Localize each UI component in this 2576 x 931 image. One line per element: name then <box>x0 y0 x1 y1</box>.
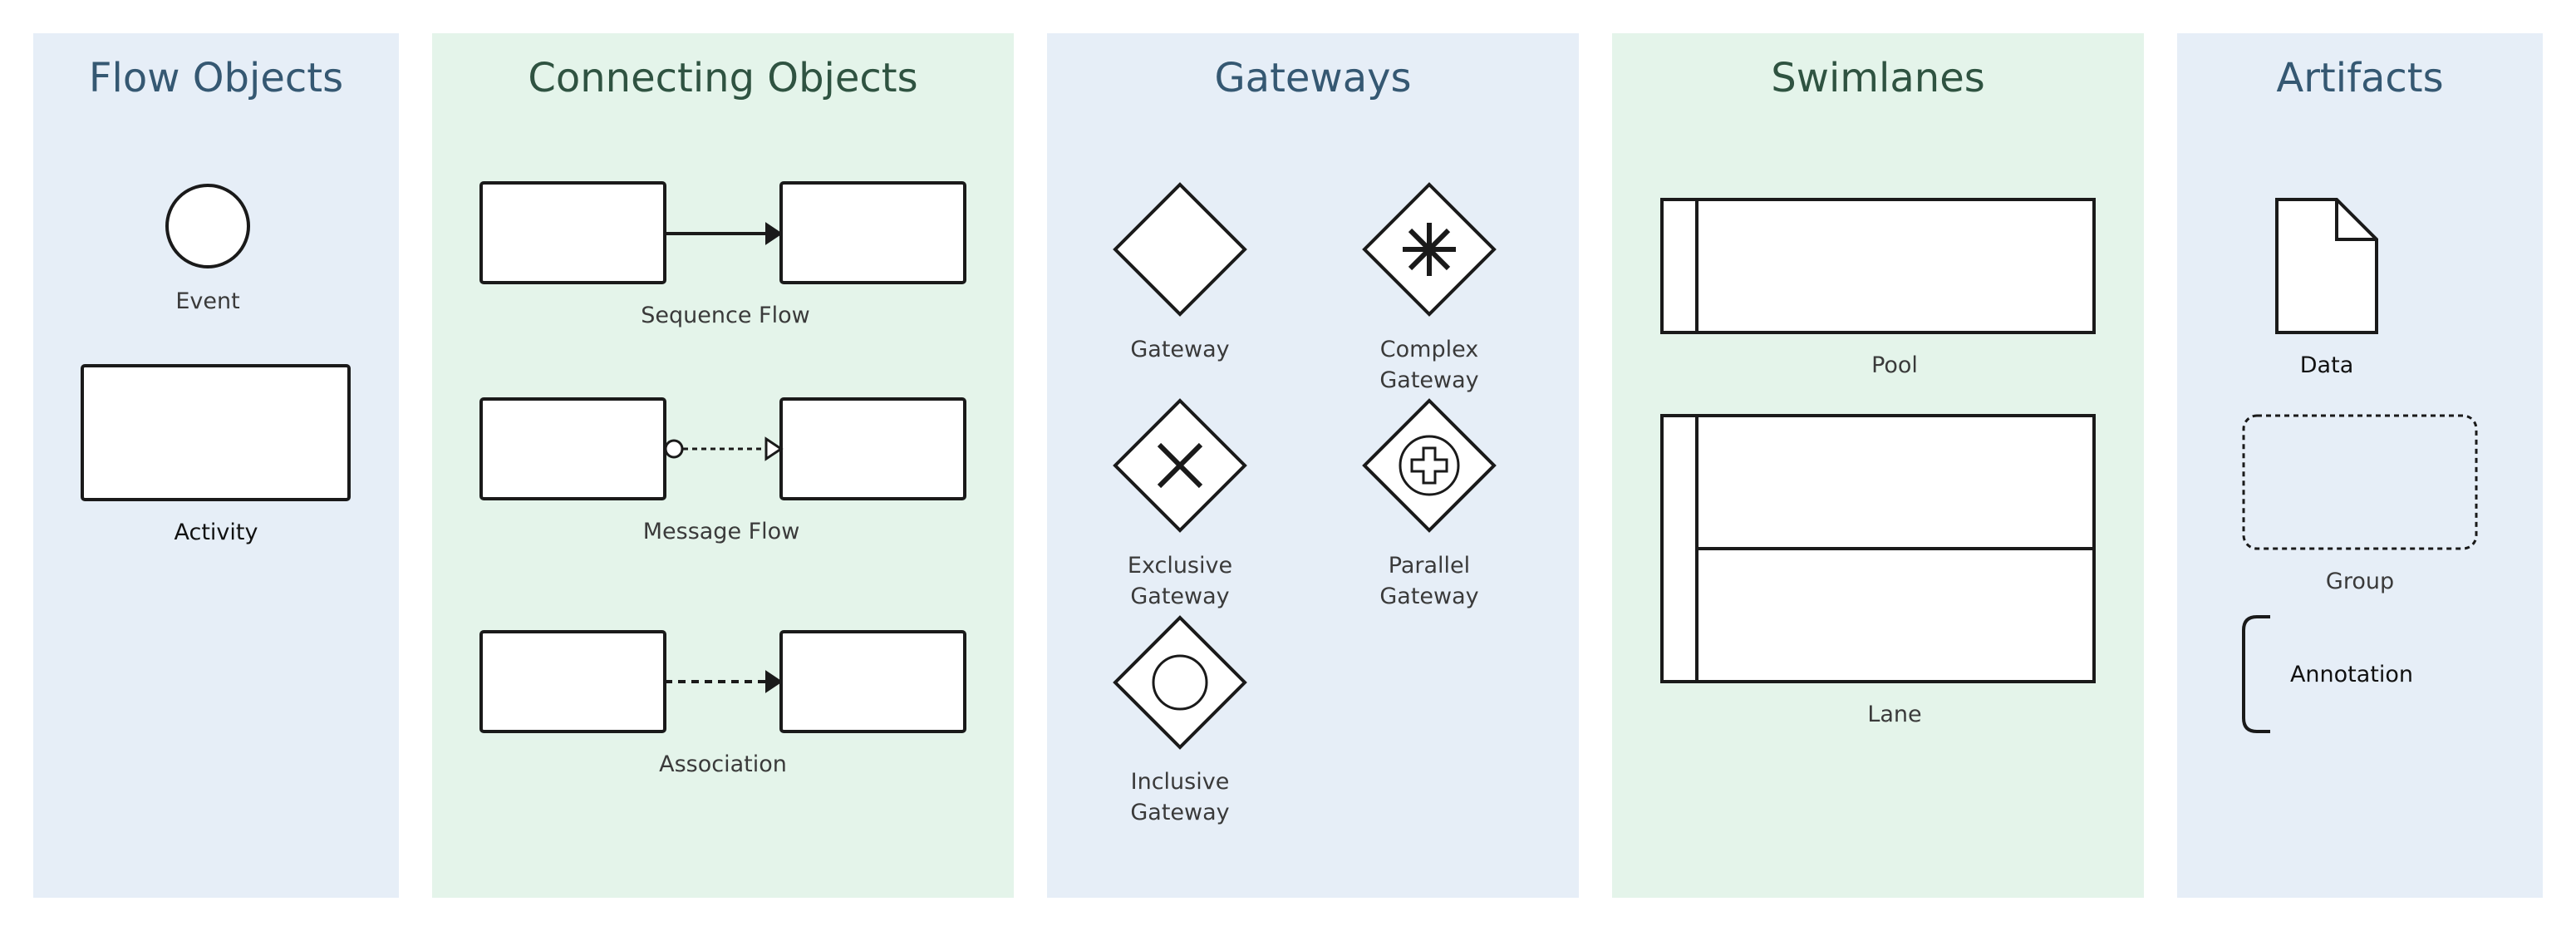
annotation-bracket-icon <box>2242 615 2270 733</box>
parallel-gateway-label-line-1: Parallel <box>1389 553 1470 579</box>
inclusive-gateway <box>1113 615 1247 750</box>
panel-flow-objects-title: Flow Objects <box>89 55 343 101</box>
complex-gateway-label-line-2: Gateway <box>1379 367 1478 393</box>
annotation-label: Annotation <box>2290 662 2413 687</box>
event-shape <box>165 184 250 268</box>
panel-artifacts: Artifacts Data Group Annotation <box>2177 33 2543 898</box>
exclusive-gateway-label-line-1: Exclusive <box>1128 553 1232 579</box>
exclusive-x-icon <box>1157 442 1203 489</box>
pool-outline <box>1660 198 2096 334</box>
sequence-flow-source-task <box>479 181 666 284</box>
panel-connecting-objects: Connecting Objects Sequence Flow Message… <box>432 33 1014 898</box>
message-flow-open-arrowhead-icon <box>764 436 784 461</box>
association-arrowhead-icon <box>765 670 783 693</box>
lane-label: Lane <box>1867 702 1921 727</box>
complex-asterisk-icon <box>1403 223 1456 276</box>
message-flow-source-task <box>479 397 666 500</box>
data-document-icon <box>2275 198 2378 334</box>
activity-shape <box>81 364 351 501</box>
gateway-diamond <box>1113 182 1247 317</box>
panel-gateways-title: Gateways <box>1214 55 1411 101</box>
inclusive-gateway-label-line-1: Inclusive <box>1131 769 1230 795</box>
parallel-plus-icon <box>1410 446 1448 485</box>
association-label: Association <box>659 751 787 777</box>
complex-gateway <box>1362 182 1497 317</box>
parallel-gateway <box>1362 398 1497 533</box>
gateway-label: Gateway <box>1130 337 1229 362</box>
sequence-flow-arrowhead-icon <box>765 222 783 245</box>
data-label: Data <box>2300 352 2353 378</box>
sequence-flow-example <box>479 181 966 284</box>
panel-swimlanes: Swimlanes Pool Lane <box>1612 33 2144 898</box>
sequence-flow-target-task <box>779 181 966 284</box>
panel-artifacts-title: Artifacts <box>2276 55 2443 101</box>
message-flow-label: Message Flow <box>643 519 800 544</box>
complex-gateway-label-line-1: Complex <box>1380 337 1478 362</box>
pool-label: Pool <box>1871 352 1918 378</box>
panel-flow-objects: Flow Objects Event Activity <box>33 33 399 898</box>
group-shape <box>2242 414 2478 550</box>
activity-label: Activity <box>175 520 258 545</box>
sequence-flow-label: Sequence Flow <box>641 303 809 328</box>
association-example <box>479 630 966 733</box>
panel-connecting-objects-title: Connecting Objects <box>528 55 917 101</box>
inclusive-gateway-label-line-2: Gateway <box>1130 800 1229 825</box>
association-target-task <box>779 630 966 733</box>
exclusive-gateway-label-line-2: Gateway <box>1130 584 1229 609</box>
association-source-task <box>479 630 666 733</box>
lane-shape <box>1660 414 2096 683</box>
message-flow-target-task <box>779 397 966 500</box>
panel-artifacts-background <box>2177 33 2543 898</box>
message-flow-start-circle-icon <box>664 439 684 459</box>
inclusive-circle-icon <box>1152 654 1208 711</box>
group-label: Group <box>2326 569 2394 594</box>
event-label: Event <box>175 288 239 314</box>
panel-swimlanes-title: Swimlanes <box>1771 55 1985 101</box>
message-flow-example <box>479 397 966 500</box>
exclusive-gateway <box>1113 398 1247 533</box>
panel-gateways: Gateways Gateway Complex Gateway Exclusi… <box>1047 33 1579 898</box>
parallel-gateway-label-line-2: Gateway <box>1379 584 1478 609</box>
pool-shape <box>1660 198 2096 334</box>
